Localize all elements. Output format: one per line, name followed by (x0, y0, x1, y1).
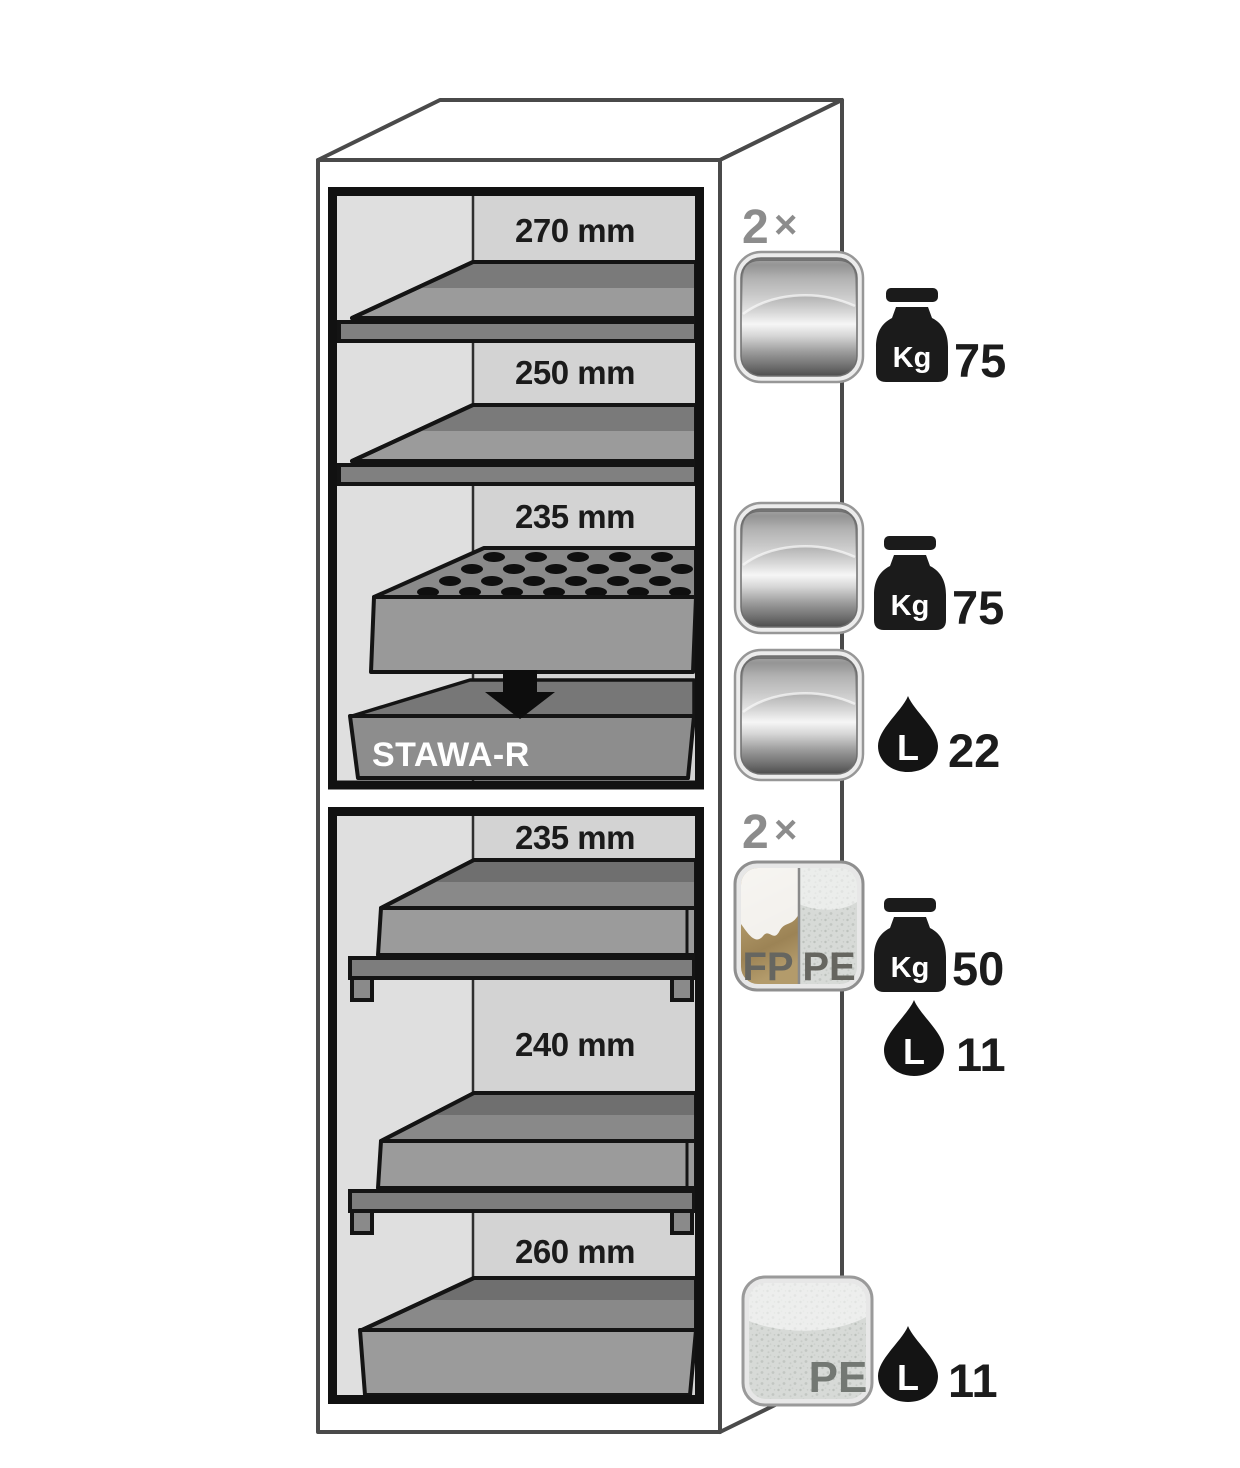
floor-sump-height-label-260: 260 mm (515, 1233, 635, 1270)
perforated-insert (369, 546, 698, 674)
insert-load-value: 75 (952, 581, 1004, 634)
shelf-load-value: 75 (954, 334, 1006, 387)
times-symbol-mid: × (774, 808, 797, 852)
pullout-tray-235 (348, 858, 698, 1002)
tray-height-label-235: 235 mm (515, 819, 635, 856)
weight-icon: Kg (876, 288, 948, 382)
upper-compartment: 270 mm 250 mm 235 mm (328, 187, 704, 790)
lower-compartment-frame (328, 807, 704, 1404)
annotation-steel-insert: Kg 75 (733, 501, 1004, 635)
down-arrow-icon (485, 670, 555, 719)
lower-compartment: 235 mm 240 mm 260 mm (328, 807, 704, 1404)
shelf-height-label-270: 270 mm (515, 212, 635, 249)
weight-icon: Kg (874, 898, 946, 992)
stainless-steel-icon (733, 250, 865, 384)
annotation-pe-floor-sump: PE L 11 (741, 1275, 998, 1407)
shelf-250 (337, 403, 698, 486)
sump-volume-value: 22 (948, 724, 1000, 777)
volume-unit-label: L (897, 727, 919, 768)
drop-icon: L (884, 1000, 944, 1076)
times-symbol-top: × (774, 203, 797, 247)
tray-volume-value: 11 (956, 1028, 1006, 1081)
annotation-steel-sump: L 22 (733, 648, 1000, 782)
annotation-fp-pe-trays: 2 × FP PE Kg 50 L 11 (733, 806, 1006, 1081)
weight-icon: Kg (874, 536, 946, 630)
fp-material-label: FP (742, 945, 793, 989)
pe-material-label: PE (809, 1353, 868, 1402)
stainless-steel-icon (733, 501, 865, 635)
floor-sump-volume-value: 11 (948, 1354, 998, 1407)
volume-unit-label: L (903, 1031, 925, 1072)
stawa-r-label: STAWA-R (372, 736, 530, 774)
pe-material-icon: PE (741, 1275, 874, 1407)
shelf-270 (337, 260, 698, 343)
insert-holes (417, 552, 693, 597)
stainless-steel-icon (733, 648, 865, 782)
weight-unit-label: Kg (891, 590, 930, 622)
drop-icon: L (878, 696, 938, 772)
drop-icon: L (878, 1326, 938, 1402)
insert-height-label-235: 235 mm (515, 498, 635, 535)
quantity-label-top: 2 (742, 201, 769, 254)
volume-unit-label: L (897, 1357, 919, 1398)
quantity-label-mid: 2 (742, 806, 769, 859)
shelf-height-label-250: 250 mm (515, 354, 635, 391)
weight-unit-label: Kg (891, 952, 930, 984)
annotation-steel-shelves: 2 × Kg 75 (733, 201, 1006, 387)
fp-pe-material-icon: FP PE (733, 860, 865, 992)
pe-material-label: PE (802, 945, 855, 989)
upper-compartment-frame (328, 187, 704, 790)
tray-load-value: 50 (952, 942, 1004, 995)
tray-height-label-240: 240 mm (515, 1026, 635, 1063)
weight-unit-label: Kg (893, 342, 932, 374)
